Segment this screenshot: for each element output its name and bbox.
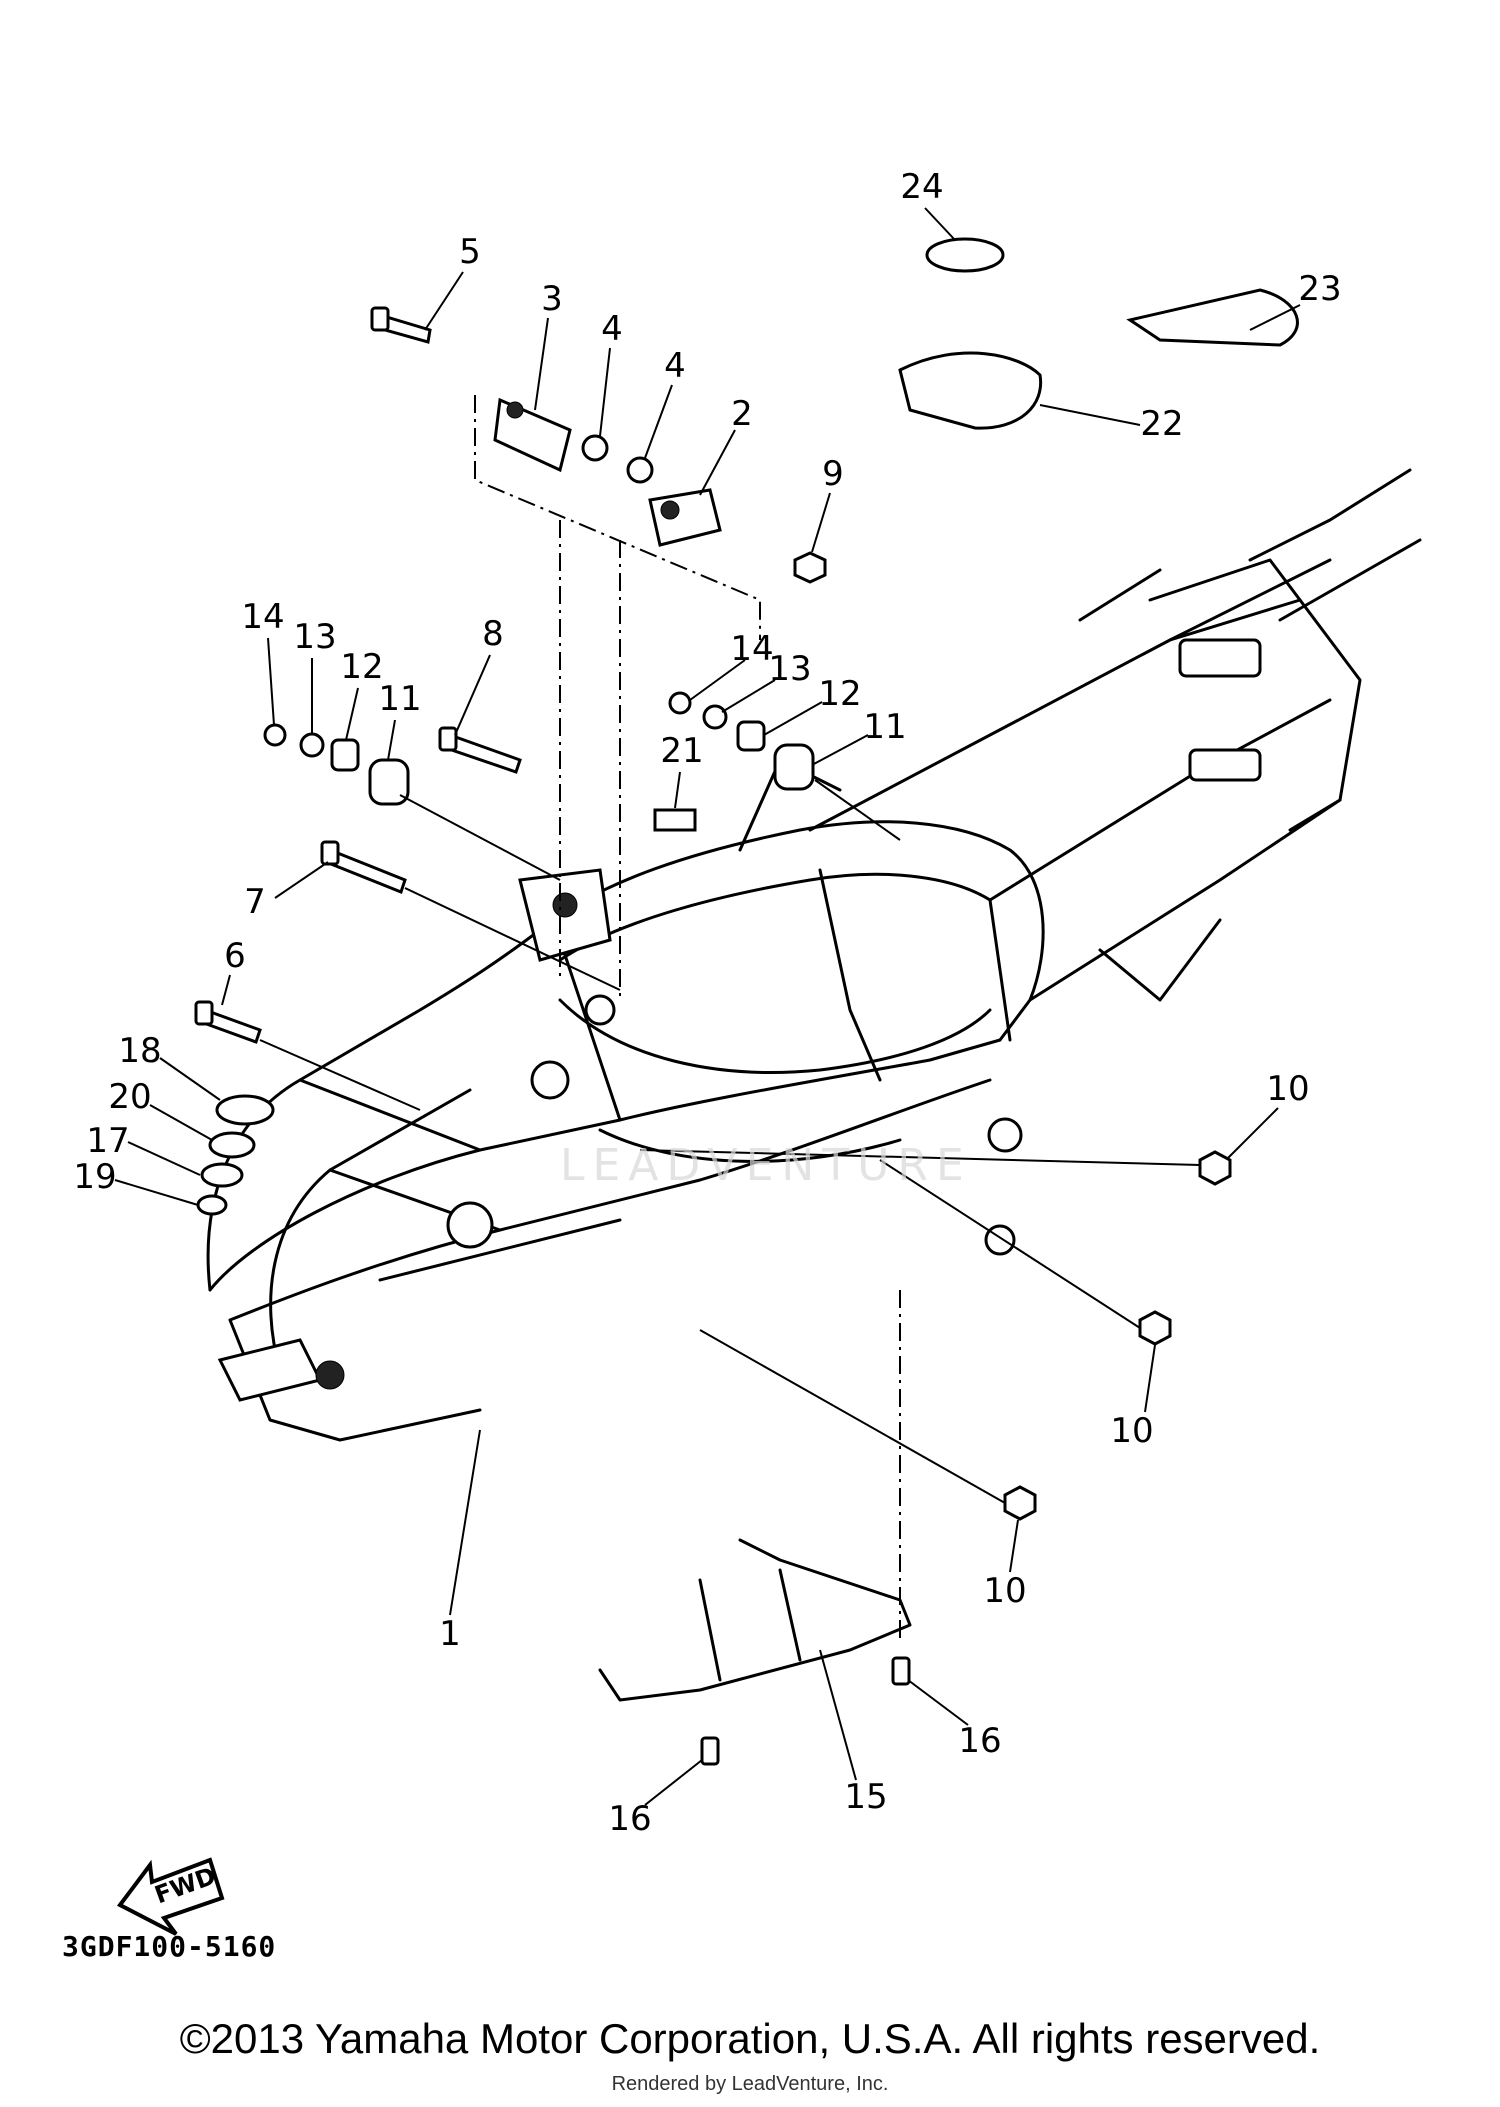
callout-10b: 10 xyxy=(1110,1411,1153,1451)
callout-17: 17 xyxy=(86,1121,129,1161)
callout-4a: 4 xyxy=(601,309,623,349)
callout-leaders xyxy=(114,207,1301,1806)
callout-15: 15 xyxy=(844,1777,887,1817)
callout-3: 3 xyxy=(541,279,563,319)
callout-6: 6 xyxy=(224,936,246,976)
fwd-arrow: FWD xyxy=(116,1857,225,1936)
callout-21: 21 xyxy=(660,731,703,771)
callout-5: 5 xyxy=(459,232,481,272)
callout-2: 2 xyxy=(731,394,753,434)
callout-19: 19 xyxy=(73,1157,116,1197)
watermark: LEADVENTURE xyxy=(560,1140,972,1191)
callout-12b: 12 xyxy=(818,674,861,714)
callout-11a: 11 xyxy=(378,679,421,719)
copyright-notice: ©2013 Yamaha Motor Corporation, U.S.A. A… xyxy=(179,2015,1321,2062)
callout-13a: 13 xyxy=(293,617,336,657)
callout-23: 23 xyxy=(1298,269,1341,309)
callout-24: 24 xyxy=(900,167,943,207)
callout-7: 7 xyxy=(244,882,266,922)
frame-assembly xyxy=(206,468,1422,1442)
callout-16b: 16 xyxy=(608,1799,651,1839)
callout-18: 18 xyxy=(118,1031,161,1071)
callout-1: 1 xyxy=(439,1614,461,1654)
exploded-parts xyxy=(194,237,1299,1766)
callout-14a: 14 xyxy=(241,597,284,637)
callout-11b: 11 xyxy=(863,707,906,747)
callout-22: 22 xyxy=(1140,404,1183,444)
callout-9: 9 xyxy=(822,454,844,494)
callout-20: 20 xyxy=(108,1077,151,1117)
callout-12a: 12 xyxy=(340,647,383,687)
callout-10a: 10 xyxy=(1266,1069,1309,1109)
callout-14b: 14 xyxy=(730,629,773,669)
callout-16a: 16 xyxy=(958,1721,1001,1761)
callout-labels: 1 2 3 4 4 5 6 7 8 9 10 10 10 10 11 11 12… xyxy=(73,167,1341,1839)
callout-4b: 4 xyxy=(664,346,686,386)
rendered-by-credit: Rendered by LeadVenture, Inc. xyxy=(611,2073,889,2095)
callout-13b: 13 xyxy=(768,649,811,689)
callout-8: 8 xyxy=(482,614,504,654)
drawing-code: 3GDF100-5160 xyxy=(62,1930,277,1963)
callout-10c: 10 xyxy=(983,1571,1026,1611)
